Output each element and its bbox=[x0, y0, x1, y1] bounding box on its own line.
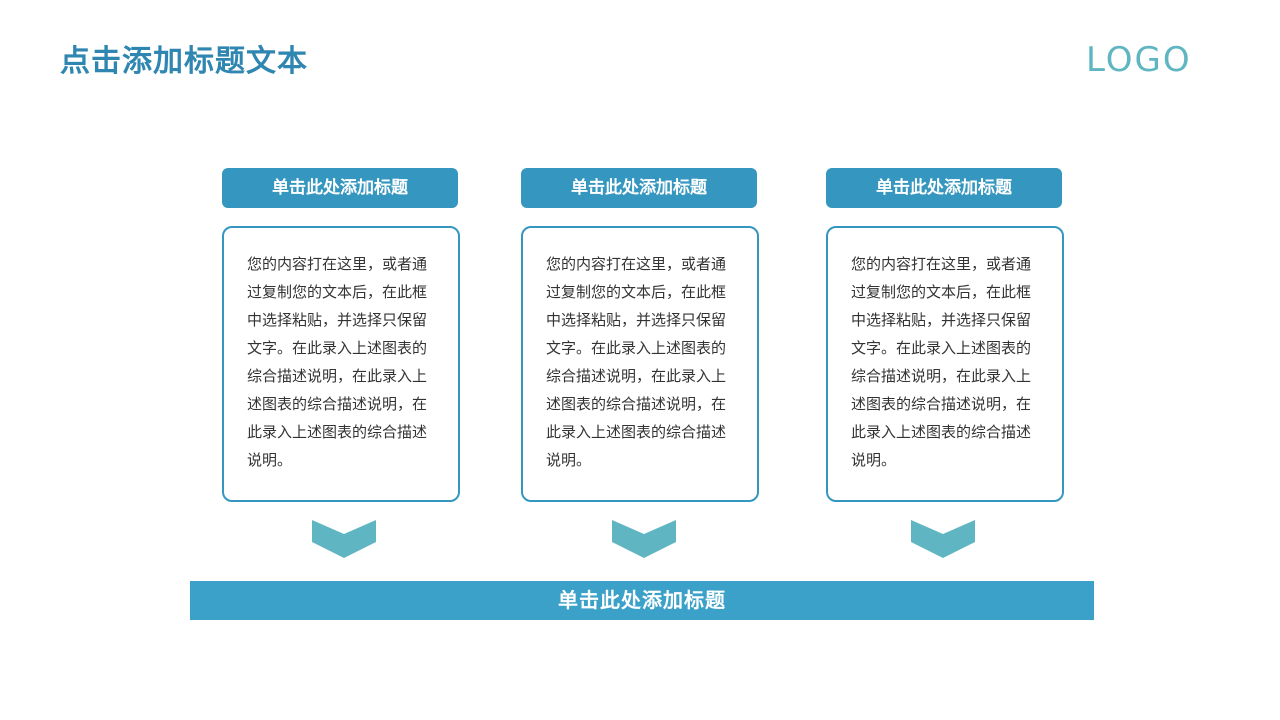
column-body-text: 您的内容打在这里，或者通过复制您的文本后，在此框中选择粘贴，并选择只保留文字。在… bbox=[546, 255, 727, 469]
column-body-text: 您的内容打在这里，或者通过复制您的文本后，在此框中选择粘贴，并选择只保留文字。在… bbox=[247, 255, 428, 469]
chevron-down-icon bbox=[911, 520, 975, 558]
column-heading[interactable]: 单击此处添加标题 bbox=[826, 168, 1062, 208]
page-title: 点击添加标题文本 bbox=[60, 44, 308, 79]
column-heading[interactable]: 单击此处添加标题 bbox=[222, 168, 458, 208]
chevron-down-icon bbox=[612, 520, 676, 558]
column-body-text: 您的内容打在这里，或者通过复制您的文本后，在此框中选择粘贴，并选择只保留文字。在… bbox=[851, 255, 1032, 469]
chevron-down-icon bbox=[312, 520, 376, 558]
column-text-box[interactable]: 您的内容打在这里，或者通过复制您的文本后，在此框中选择粘贴，并选择只保留文字。在… bbox=[222, 226, 460, 502]
column-heading[interactable]: 单击此处添加标题 bbox=[521, 168, 757, 208]
column-text-box[interactable]: 您的内容打在这里，或者通过复制您的文本后，在此框中选择粘贴，并选择只保留文字。在… bbox=[521, 226, 759, 502]
logo: LOGO bbox=[1086, 40, 1192, 80]
summary-title-bar[interactable]: 单击此处添加标题 bbox=[190, 581, 1094, 620]
column-text-box[interactable]: 您的内容打在这里，或者通过复制您的文本后，在此框中选择粘贴，并选择只保留文字。在… bbox=[826, 226, 1064, 502]
